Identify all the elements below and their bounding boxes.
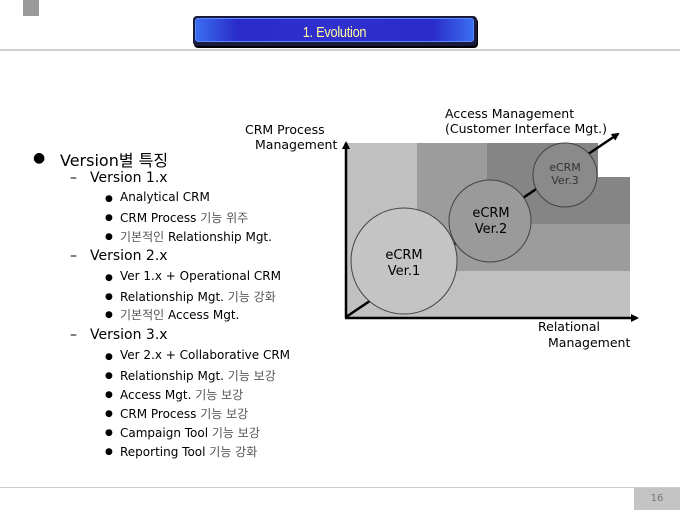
dash-icon: – — [70, 248, 77, 264]
version-label: Version 3.x — [90, 327, 168, 343]
page-number: 16 — [634, 488, 680, 510]
x-axis-label-line2: Management — [548, 335, 631, 350]
list-item: Campaign Tool 기능 보강 — [120, 426, 260, 440]
list-item: Ver 2.x + Collaborative CRM — [120, 348, 291, 362]
footer-divider — [0, 487, 680, 488]
bullet-icon: ● — [105, 273, 113, 283]
stage-label: eCRM — [549, 161, 581, 174]
dash-icon: – — [70, 170, 77, 186]
section-title-banner: 1. Evolution — [193, 16, 477, 46]
list-item: Access Mgt. 기능 보강 — [120, 388, 244, 402]
bullet-icon: ● — [105, 371, 113, 381]
stage-circle-ver3 — [532, 142, 598, 208]
bullet-icon: ● — [105, 390, 113, 400]
corner-marker — [23, 0, 39, 16]
x-axis-label-line1: Relational — [538, 319, 601, 334]
list-item: CRM Process 기능 위주 — [120, 211, 249, 225]
outline-heading: Version별 특징 — [60, 151, 169, 170]
bullet-icon: ● — [33, 150, 46, 166]
stage-label: Ver.2 — [475, 222, 507, 237]
stage-circle-ver2 — [448, 179, 532, 263]
y-axis-label-line1: CRM Process — [245, 122, 325, 137]
section-title: 1. Evolution — [302, 24, 367, 41]
list-item: Reporting Tool 기능 강화 — [120, 445, 258, 459]
bullet-icon: ● — [105, 194, 113, 204]
region-cutout — [598, 143, 631, 177]
list-item: 기본적인 Access Mgt. — [120, 308, 240, 322]
bullet-icon: ● — [105, 292, 113, 302]
list-item: Relationship Mgt. 기능 강화 — [120, 290, 276, 304]
list-item: Relationship Mgt. 기능 보강 — [120, 369, 276, 383]
list-item: 기본적인 Relationship Mgt. — [120, 230, 272, 244]
version-label: Version 2.x — [90, 248, 168, 264]
bullet-icon: ● — [105, 310, 113, 320]
stage-circle-ver1 — [350, 207, 458, 315]
list-item: CRM Process 기능 보강 — [120, 407, 249, 421]
diagonal-label-line1: Access Management — [445, 106, 575, 121]
bullet-icon: ● — [105, 409, 113, 419]
bullet-icon: ● — [105, 428, 113, 438]
bullet-icon: ● — [105, 352, 113, 362]
y-axis-label-line2: Management — [255, 137, 338, 152]
header-divider — [0, 49, 680, 51]
bullet-icon: ● — [105, 447, 113, 457]
list-item: Analytical CRM — [120, 190, 210, 204]
diagonal-label-line2: (Customer Interface Mgt.) — [445, 121, 607, 136]
version-label: Version 1.x — [90, 170, 168, 186]
dash-icon: – — [70, 327, 77, 343]
stage-label: Ver.1 — [388, 264, 420, 279]
stage-label: eCRM — [472, 206, 509, 221]
stage-label: Ver.3 — [551, 174, 578, 187]
list-item: Ver 1.x + Operational CRM — [120, 269, 281, 283]
stage-label: eCRM — [385, 248, 422, 263]
bullet-icon: ● — [105, 213, 113, 223]
bullet-icon: ● — [105, 232, 113, 242]
